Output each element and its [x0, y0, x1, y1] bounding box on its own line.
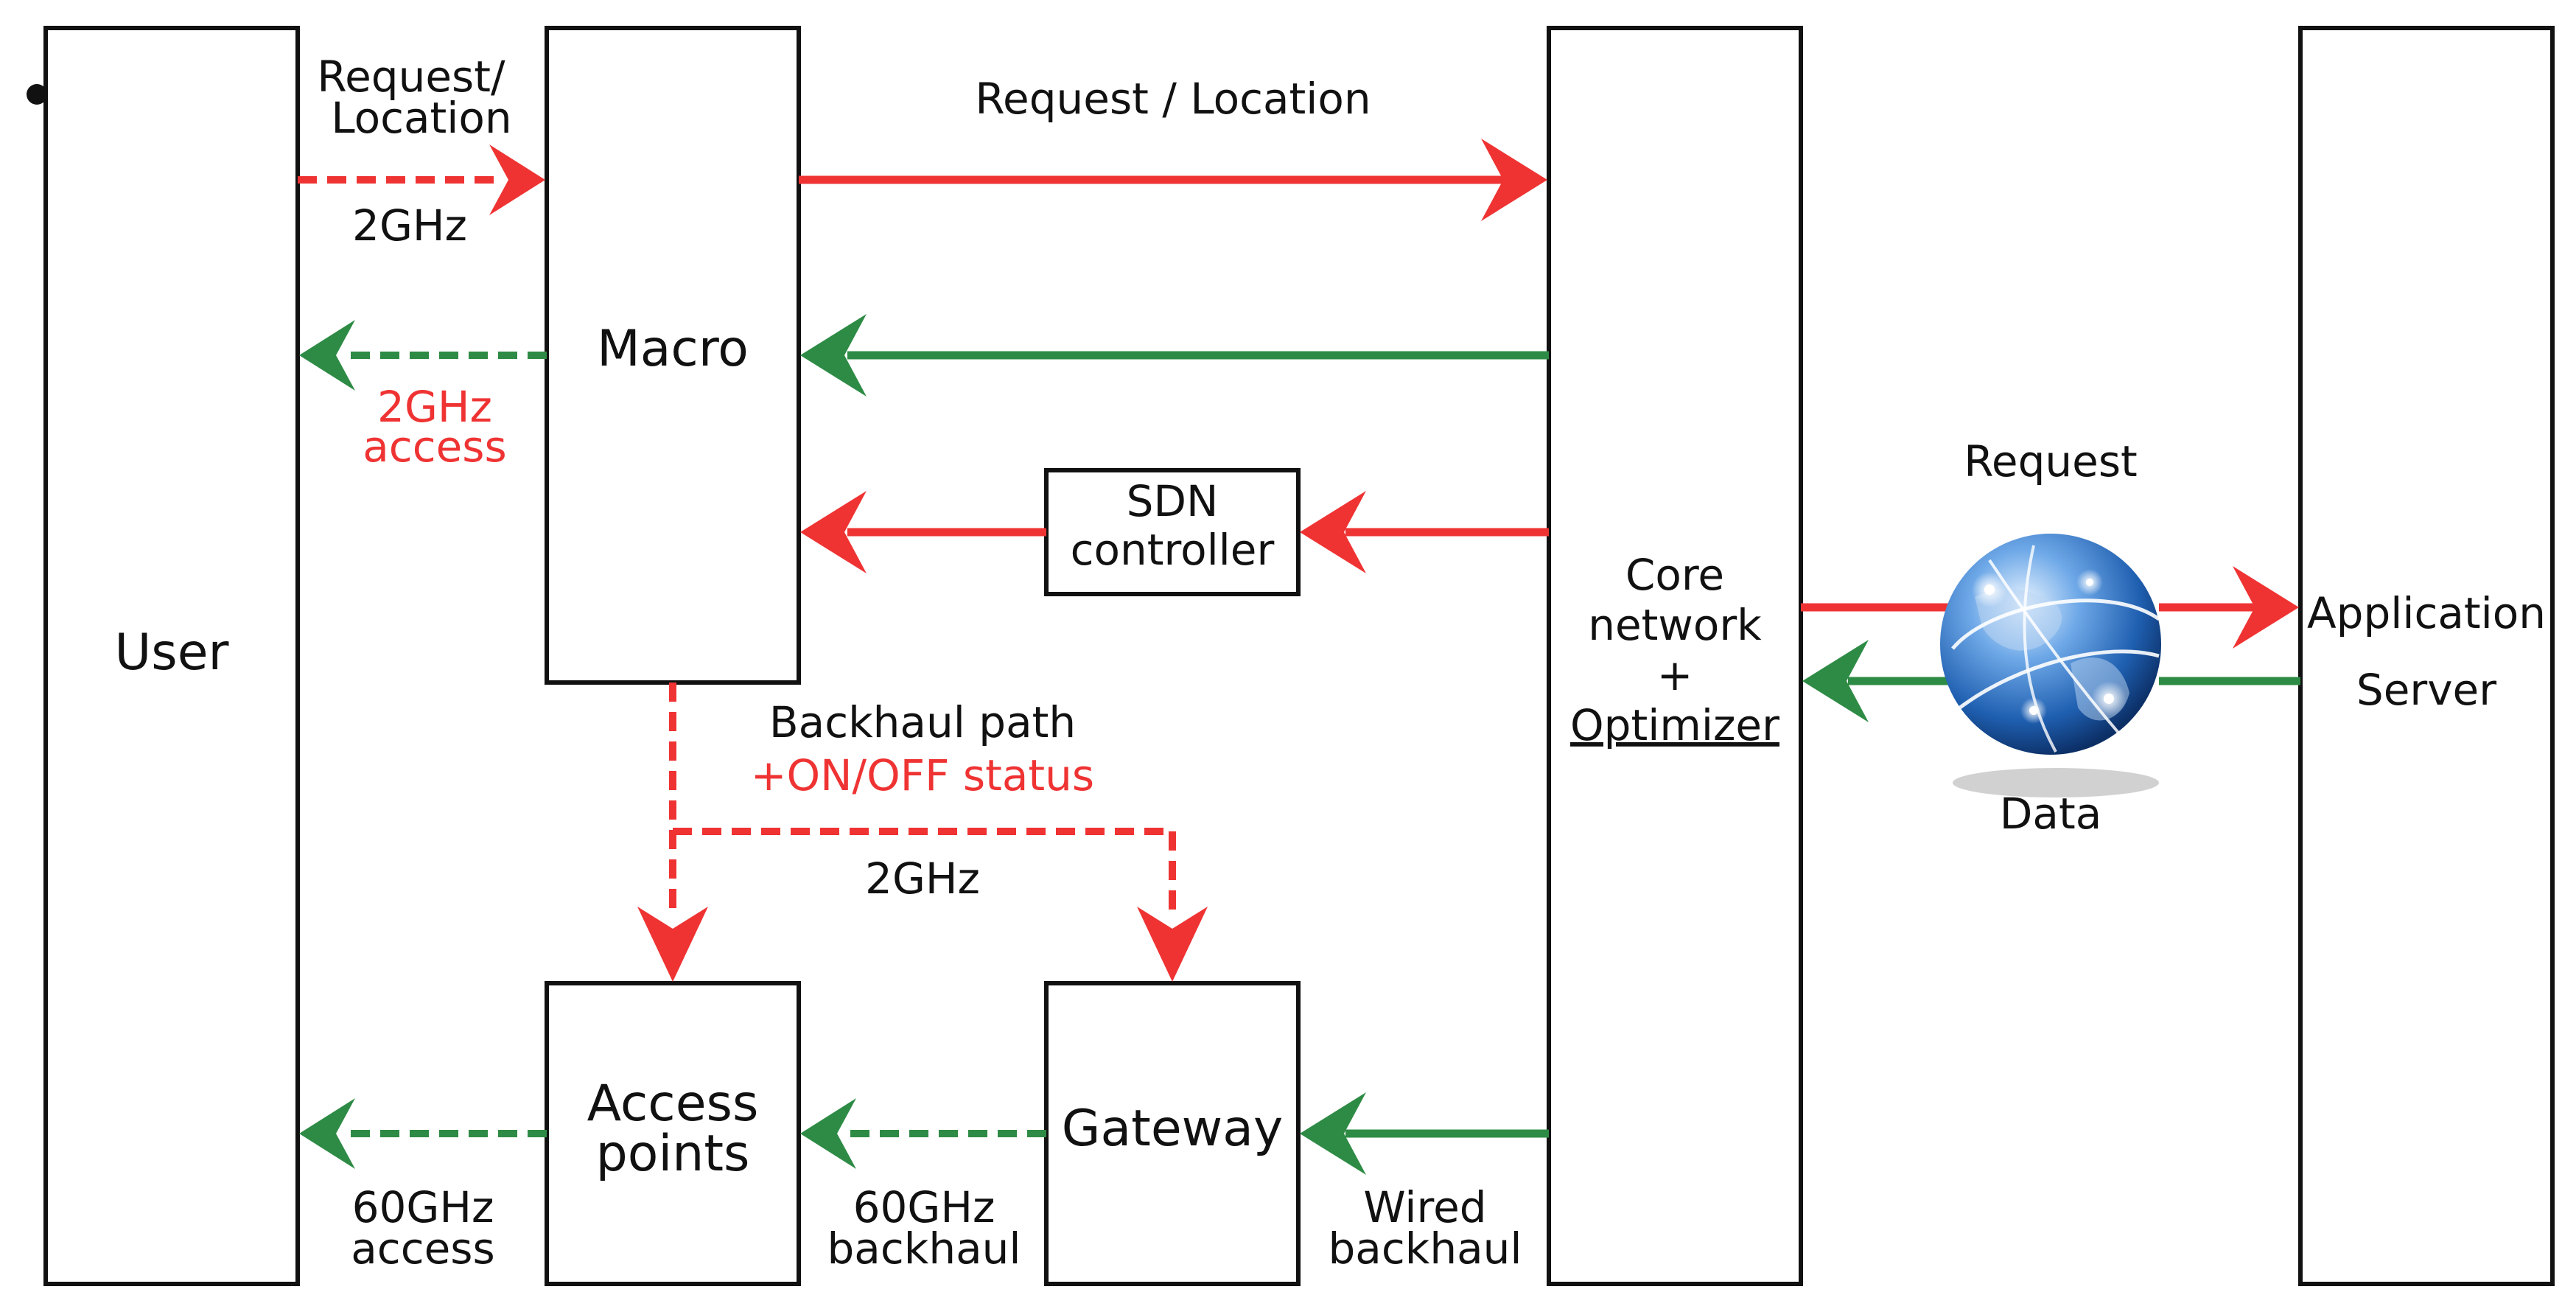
core-network-label-1: Core: [1625, 550, 1724, 600]
user-label: User: [115, 624, 229, 682]
ap-to-user-arrowhead: [299, 1098, 355, 1169]
application-server-box: [2298, 26, 2555, 1286]
gateway-to-ap-arrowhead: [800, 1098, 856, 1169]
backhaul-gateway-arrowhead: [1137, 907, 1208, 982]
wired-backhaul-label-2: backhaul: [1328, 1224, 1522, 1274]
backhaul-status-label: +ON/OFF status: [751, 750, 1094, 800]
user-request-band: 2GHz: [352, 200, 467, 251]
wired-backhaul-label-1: Wired: [1363, 1182, 1486, 1232]
core-to-gateway-arrowhead: [1300, 1092, 1366, 1175]
core-network-label-4: Optimizer: [1570, 700, 1779, 750]
core-to-macro-arrowhead: [800, 314, 867, 397]
internet-request-arrowhead: [2233, 566, 2299, 649]
ap-access-label-2: access: [351, 1224, 494, 1274]
internet-request-label: Request: [1964, 436, 2138, 486]
core-network-box: [1547, 26, 1803, 1286]
internet-data-label: Data: [2000, 789, 2102, 839]
core-network-label-2: network: [1588, 600, 1762, 650]
sdn-to-macro-arrowhead: [800, 491, 867, 573]
core-to-sdn-arrowhead: [1300, 491, 1366, 573]
user-request-arrowhead: [489, 144, 545, 215]
gw-backhaul-label-2: backhaul: [827, 1224, 1021, 1274]
core-network-label-3: +: [1657, 650, 1693, 700]
macro-access-arrowhead: [299, 320, 355, 391]
gateway-label: Gateway: [1062, 1100, 1283, 1158]
backhaul-ap-arrowhead: [637, 907, 708, 982]
gateway-box: [1044, 981, 1301, 1286]
access-points-label-2: points: [596, 1125, 750, 1183]
access-points-label-1: Access: [587, 1075, 759, 1133]
application-server-label-2: Server: [2356, 665, 2496, 715]
sdn-controller-label-2: controller: [1071, 525, 1275, 575]
user-box: [43, 26, 300, 1286]
user-request-label-1: Request/: [317, 52, 505, 102]
macro-access-label-2: access: [363, 422, 506, 472]
user-request-label-2: Location: [331, 93, 511, 143]
macro-to-core-label: Request / Location: [975, 74, 1371, 124]
ap-access-label-1: 60GHz: [352, 1182, 494, 1232]
macro-access-label-1: 2GHz: [377, 382, 492, 432]
macro-label: Macro: [597, 320, 749, 378]
gw-backhaul-label-1: 60GHz: [853, 1182, 995, 1232]
access-points-box: [545, 981, 801, 1286]
backhaul-band-label: 2GHz: [865, 854, 980, 904]
macro-to-core-arrowhead: [1481, 139, 1547, 221]
application-server-label-1: Application: [2307, 588, 2546, 638]
internet-data-arrowhead: [1802, 640, 1869, 722]
globe-icon: [1940, 534, 2161, 797]
backhaul-path-label: Backhaul path: [769, 697, 1076, 747]
sdn-controller-label-1: SDN: [1127, 476, 1219, 526]
bullet-dot: [27, 84, 47, 105]
